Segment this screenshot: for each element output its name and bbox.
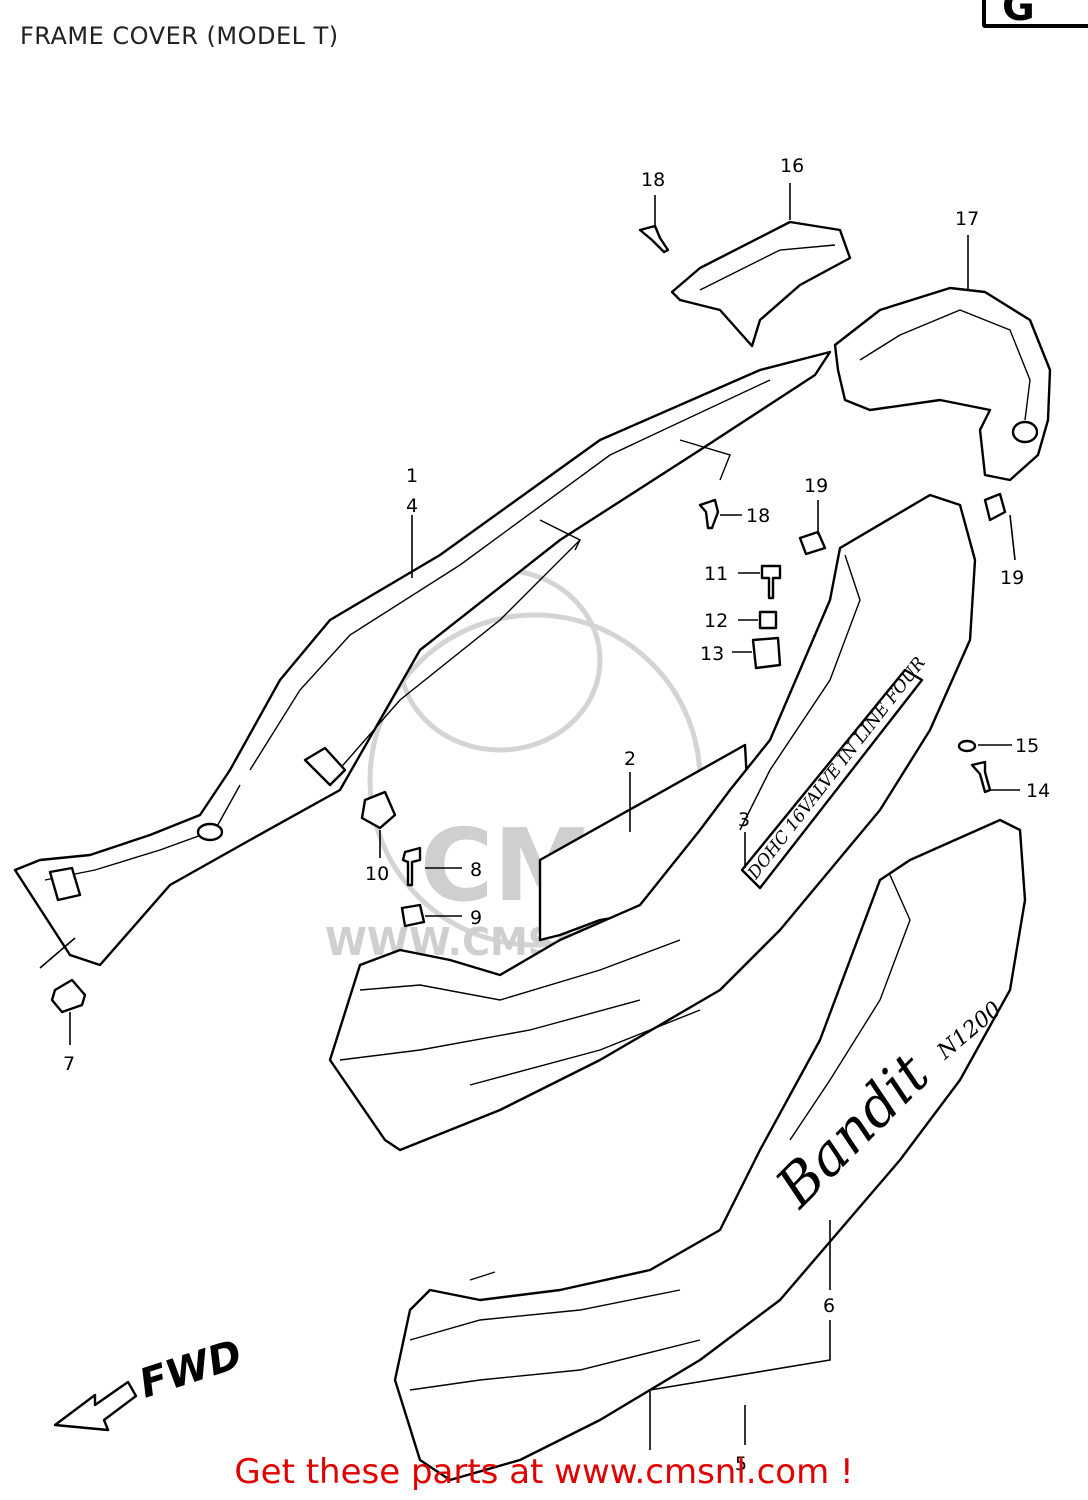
callout-13: 13 [700,643,724,665]
page-title: FRAME COVER (MODEL T) [20,22,339,50]
bolt-11 [760,564,782,600]
cushion-13 [751,636,782,670]
callout-19-right: 19 [1000,567,1024,589]
collar-12 [758,610,778,630]
forward-label: FWD [134,1331,248,1407]
tail-plate-part [670,220,852,348]
section-tab-label: G [1002,0,1035,30]
callout-16: 16 [780,155,804,177]
footer-link[interactable]: Get these parts at www.cmsnl.com ! [234,1452,854,1492]
screw-14 [970,760,992,794]
lower-side-cover-part [393,818,1027,1482]
callout-5: 5 [735,1453,747,1475]
frame-rail-part [13,350,832,967]
grommet-9 [400,903,426,928]
hardware-parts [50,224,1007,1014]
callout-17: 17 [955,208,979,230]
callout-18-upper: 18 [641,169,665,191]
damper-10 [360,790,397,830]
screw-18-upper [638,224,670,254]
callout-19-left: 19 [804,475,828,497]
grommet-7 [50,978,87,1014]
callout-12: 12 [704,610,728,632]
rear-cowl-part [833,286,1052,482]
callout-7: 7 [63,1053,75,1075]
callout-4: 4 [406,495,418,517]
callout-15: 15 [1015,735,1039,757]
forward-arrow-icon [53,1380,138,1432]
callout-11: 11 [704,563,728,585]
nut-19-right [983,492,1007,522]
callout-labels: 1 4 2 3 5 6 7 8 9 10 11 12 13 14 15 16 1… [63,155,1050,1475]
callout-6: 6 [823,1295,835,1317]
callout-9: 9 [470,907,482,929]
nut-19-left [798,530,827,556]
callout-10: 10 [365,863,389,885]
callout-14: 14 [1026,780,1050,802]
section-tab: G [982,0,1088,30]
forward-direction-indicator: FWD [53,1331,248,1432]
callout-2: 2 [624,748,636,770]
bolt-8 [401,846,422,887]
callout-8: 8 [470,859,482,881]
leader-lines [39,183,1020,1450]
upper-side-cover-part [328,493,977,1152]
callout-18-lower: 18 [746,505,770,527]
screw-18-lower [698,498,720,530]
callout-3: 3 [738,809,750,831]
callout-1: 1 [406,465,418,487]
washer-15 [957,739,977,753]
